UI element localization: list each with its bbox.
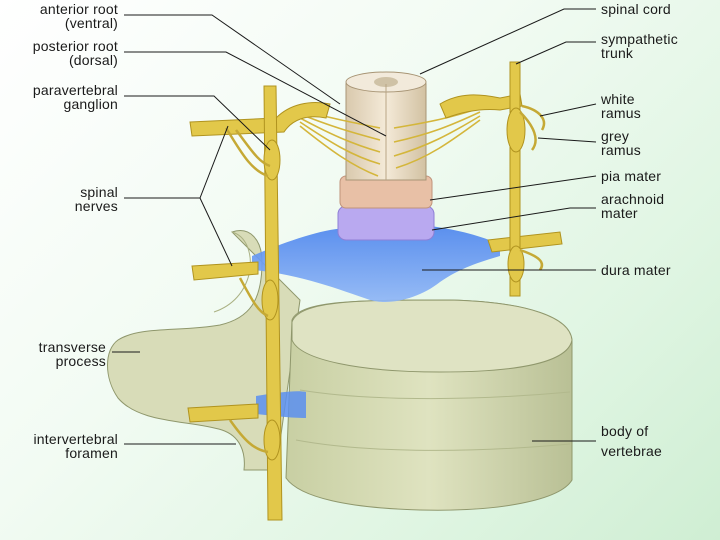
label-anterior-root: anterior root(ventral) [39, 1, 118, 31]
sympathetic-trunk-left [261, 85, 283, 521]
label-posterior-root: posterior root(dorsal) [32, 38, 118, 68]
arachnoid-mater [337, 205, 435, 241]
label-dura-mater: dura mater [601, 262, 671, 278]
spinal-nerves [187, 93, 563, 423]
leader-lines [112, 8, 597, 445]
sympathetic-trunk-right [506, 61, 526, 297]
vertebral-body-top [291, 299, 573, 373]
pia-mater [339, 175, 433, 209]
dura-mater [252, 226, 500, 302]
label-spinal-cord: spinal cord [601, 1, 671, 17]
label-pia-mater: pia mater [601, 168, 662, 184]
